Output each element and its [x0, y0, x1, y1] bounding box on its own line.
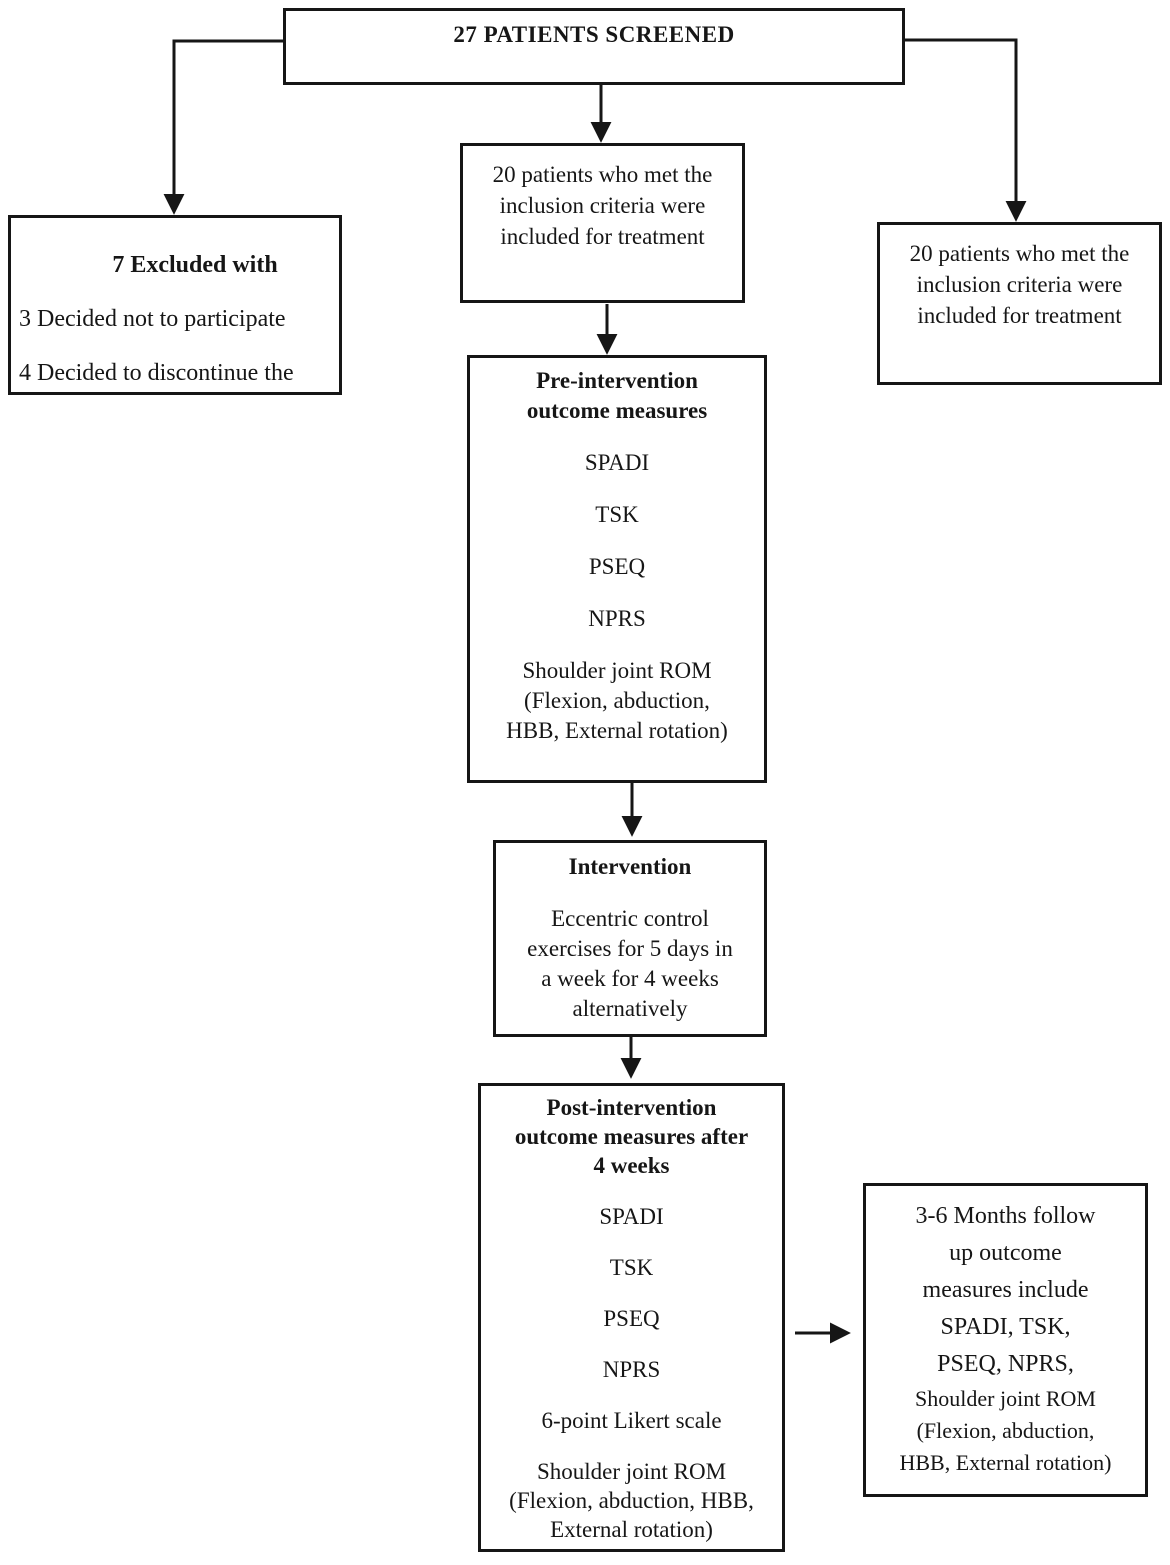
- outcome-measure-item: NPRS: [602, 1357, 661, 1382]
- included-mid-box: 20 patients who met the inclusion criter…: [460, 143, 745, 303]
- excluded-heading: 7 Excluded with: [112, 252, 278, 278]
- outcome-measure-item: 6-point Likert scale: [541, 1408, 722, 1433]
- included-right-text: 20 patients who met the inclusion criter…: [909, 241, 1130, 328]
- excluded-box: 7 Excluded with 3 Decided not to partici…: [8, 215, 342, 395]
- intervention-box: Intervention Eccentric control exercises…: [493, 840, 767, 1037]
- intervention-body: Eccentric control exercises for 5 days i…: [527, 906, 733, 1021]
- screened-box: 27 PATIENTS SCREENED: [283, 8, 905, 85]
- pre-intervention-box: Pre-intervention outcome measures SPADI …: [467, 355, 767, 783]
- outcome-measure-item: PSEQ: [588, 554, 646, 579]
- outcome-measure-item: NPRS: [588, 606, 646, 631]
- excluded-reason: 4 Decided to discontinue the: [19, 360, 294, 386]
- followup-rom-text: Shoulder joint ROM (Flexion, abduction, …: [899, 1386, 1112, 1475]
- connector-screened-to-excluded-arrow: [163, 39, 283, 215]
- followup-box: 3-6 Months follow up outcome measures in…: [863, 1183, 1148, 1497]
- included-mid-text: 20 patients who met the inclusion criter…: [492, 162, 713, 249]
- intervention-title: Intervention: [568, 854, 692, 879]
- outcome-measure-item: SPADI: [584, 450, 650, 475]
- outcome-measure-item: SPADI: [599, 1204, 664, 1229]
- outcome-measure-item: TSK: [595, 502, 639, 527]
- outcome-measure-item: TSK: [609, 1255, 654, 1280]
- post-intervention-title: Post-intervention outcome measures after…: [514, 1095, 749, 1178]
- excluded-reason: 3 Decided not to participate: [19, 306, 286, 332]
- included-right-box: 20 patients who met the inclusion criter…: [877, 222, 1162, 385]
- pre-intervention-title: Pre-intervention outcome measures: [526, 368, 708, 423]
- outcome-measure-item: Shoulder joint ROM (Flexion, abduction, …: [509, 1459, 754, 1542]
- outcome-measure-item: Shoulder joint ROM (Flexion, abduction, …: [506, 658, 728, 743]
- followup-main-text: 3-6 Months follow up outcome measures in…: [915, 1203, 1096, 1377]
- connector-screened-to-included-right-arrow: [905, 38, 1027, 222]
- outcome-measure-item: PSEQ: [603, 1306, 660, 1331]
- screened-label: 27 PATIENTS SCREENED: [453, 22, 735, 47]
- post-intervention-box: Post-intervention outcome measures after…: [478, 1083, 785, 1552]
